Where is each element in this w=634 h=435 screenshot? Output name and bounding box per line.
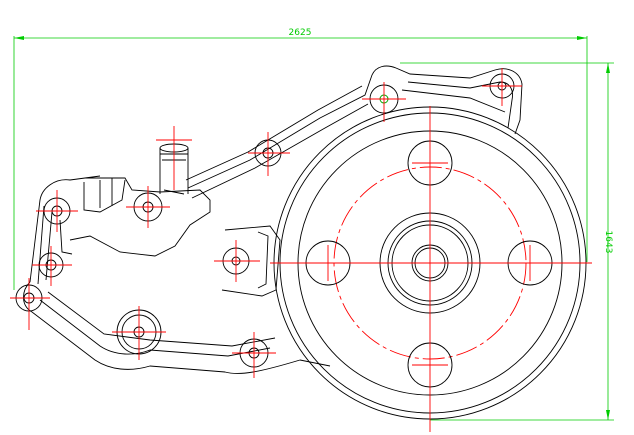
housing-outline [23, 65, 523, 374]
boss-bottom-right [232, 332, 276, 378]
pulley-flange [270, 106, 592, 432]
boss-left-lower [10, 278, 50, 330]
boss-near-pipe [126, 186, 170, 228]
boss-top-right [482, 68, 522, 106]
height-dimension: 1643 [400, 62, 614, 421]
bolt-bosses [10, 68, 522, 378]
boss-top-left-flange [362, 82, 406, 122]
pipe-centerline [156, 126, 192, 190]
boss-left-middle [32, 246, 72, 286]
boss-left-upper [36, 190, 78, 232]
boss-upper-arm [248, 132, 290, 176]
boss-center [214, 240, 260, 282]
boss-bottom-left [112, 306, 166, 360]
width-dimension-text: 2625 [289, 28, 312, 38]
width-dimension: 2625 [13, 28, 588, 290]
height-dimension-text: 1643 [603, 231, 613, 254]
